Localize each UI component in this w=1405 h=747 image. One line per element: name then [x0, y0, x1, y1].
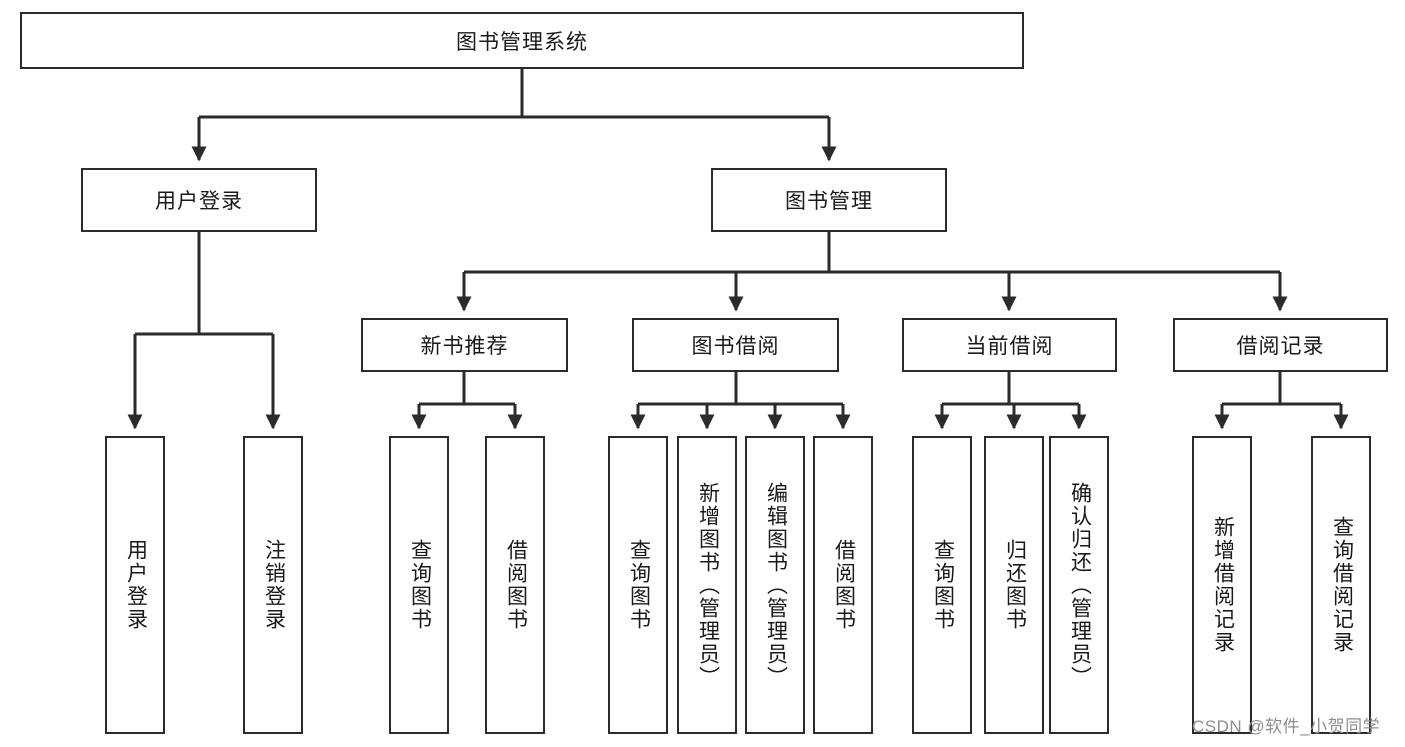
node-leaf-return-book[interactable]: 归还图书	[984, 436, 1044, 734]
node-leaf-query-book-new-label: 查询图书	[408, 539, 432, 631]
node-leaf-query-borrow-record[interactable]: 查询借阅记录	[1311, 436, 1371, 734]
node-borrow-record[interactable]: 借阅记录	[1173, 318, 1388, 372]
node-leaf-borrow-book[interactable]: 借阅图书	[813, 436, 873, 734]
node-borrow-record-label: 借阅记录	[1236, 335, 1325, 358]
node-leaf-borrow-book-new[interactable]: 借阅图书	[485, 436, 545, 734]
node-user-login[interactable]: 用户登录	[81, 168, 317, 232]
node-book-borrow-label: 图书借阅	[691, 335, 780, 358]
node-current-borrow[interactable]: 当前借阅	[902, 318, 1117, 372]
node-leaf-add-book-admin-label: 新增图书（管理员）	[696, 481, 720, 689]
node-leaf-query-book-borrow-label: 查询图书	[627, 539, 651, 631]
node-leaf-user-login[interactable]: 用户登录	[105, 436, 165, 734]
node-current-borrow-label: 当前借阅	[965, 335, 1054, 358]
node-book-manage[interactable]: 图书管理	[711, 168, 947, 232]
node-leaf-query-book-current[interactable]: 查询图书	[912, 436, 972, 734]
node-leaf-query-book-current-label: 查询图书	[931, 539, 955, 631]
node-leaf-confirm-return-admin[interactable]: 确认归还（管理员）	[1049, 436, 1109, 734]
node-leaf-borrow-book-new-label: 借阅图书	[504, 539, 528, 631]
node-leaf-add-borrow-record-label: 新增借阅记录	[1211, 516, 1235, 654]
node-user-login-label: 用户登录	[155, 190, 243, 213]
node-new-book-recommend[interactable]: 新书推荐	[361, 318, 568, 372]
node-leaf-user-logout[interactable]: 注销登录	[243, 436, 303, 734]
node-leaf-confirm-return-admin-label: 确认归还（管理员）	[1068, 481, 1092, 689]
node-leaf-query-book-borrow[interactable]: 查询图书	[608, 436, 668, 734]
node-leaf-query-book-new[interactable]: 查询图书	[389, 436, 449, 734]
node-root-label: 图书管理系统	[456, 30, 588, 54]
node-leaf-user-login-label: 用户登录	[124, 539, 148, 631]
node-leaf-return-book-label: 归还图书	[1003, 539, 1027, 631]
node-book-manage-label: 图书管理	[785, 190, 873, 213]
node-leaf-add-book-admin[interactable]: 新增图书（管理员）	[677, 436, 737, 734]
node-leaf-add-borrow-record[interactable]: 新增借阅记录	[1192, 436, 1252, 734]
node-leaf-edit-book-admin[interactable]: 编辑图书（管理员）	[745, 436, 805, 734]
node-leaf-borrow-book-label: 借阅图书	[832, 539, 856, 631]
csdn-watermark: CSDN @软件_小贺同学	[1192, 717, 1381, 736]
node-new-book-recommend-label: 新书推荐	[420, 335, 509, 358]
node-leaf-edit-book-admin-label: 编辑图书（管理员）	[764, 481, 788, 689]
node-leaf-query-borrow-record-label: 查询借阅记录	[1330, 516, 1354, 654]
node-book-borrow[interactable]: 图书借阅	[632, 318, 839, 372]
node-leaf-user-logout-label: 注销登录	[262, 539, 286, 631]
node-root[interactable]: 图书管理系统	[20, 12, 1024, 69]
